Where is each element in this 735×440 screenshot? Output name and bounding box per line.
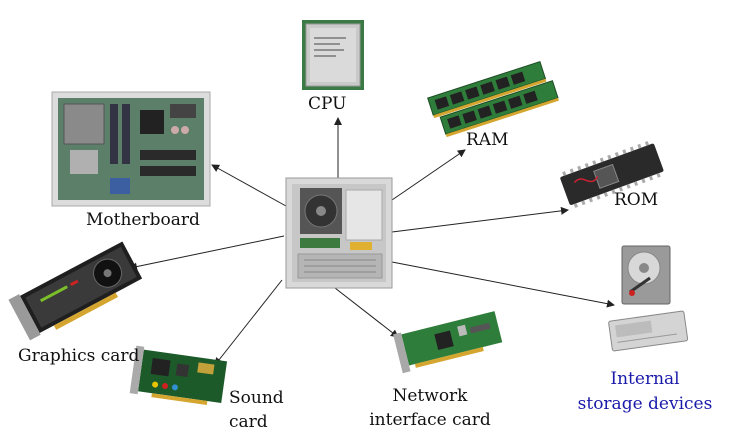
label-rom: ROM: [614, 190, 659, 210]
label-storage-line1: Internal: [610, 369, 680, 389]
label-network-line1: Network: [392, 386, 468, 406]
arrow-to-storage: [391, 261, 615, 308]
label-storage-line2: storage devices: [577, 394, 713, 414]
arrows: [129, 117, 615, 366]
arrow-to-graphics: [129, 235, 285, 271]
ssd-image: [608, 310, 689, 352]
label-cpu: CPU: [308, 94, 347, 114]
arrow-to-network: [334, 287, 399, 338]
arrow-to-rom: [391, 206, 569, 233]
label-sound-card-line1: Sound: [229, 388, 284, 408]
graphics-card-image: [8, 241, 143, 341]
arrow-to-ram: [391, 149, 466, 201]
label-sound-card-line2: card: [229, 412, 268, 432]
rom-image: [560, 141, 664, 208]
ram-image: [427, 61, 559, 138]
label-network-line2: interface card: [369, 410, 491, 430]
arrow-to-sound: [214, 279, 283, 366]
pc-case-image: [285, 177, 393, 289]
hard-disk-image: [621, 245, 671, 305]
arrow-to-motherboard: [211, 164, 287, 207]
cpu-image: [302, 20, 364, 90]
label-ram: RAM: [466, 130, 509, 150]
label-motherboard: Motherboard: [86, 210, 200, 230]
network-card-image: [393, 311, 503, 374]
sound-card-image: [129, 345, 228, 405]
label-graphics-card: Graphics card: [18, 346, 140, 366]
motherboard-image: [51, 91, 211, 207]
